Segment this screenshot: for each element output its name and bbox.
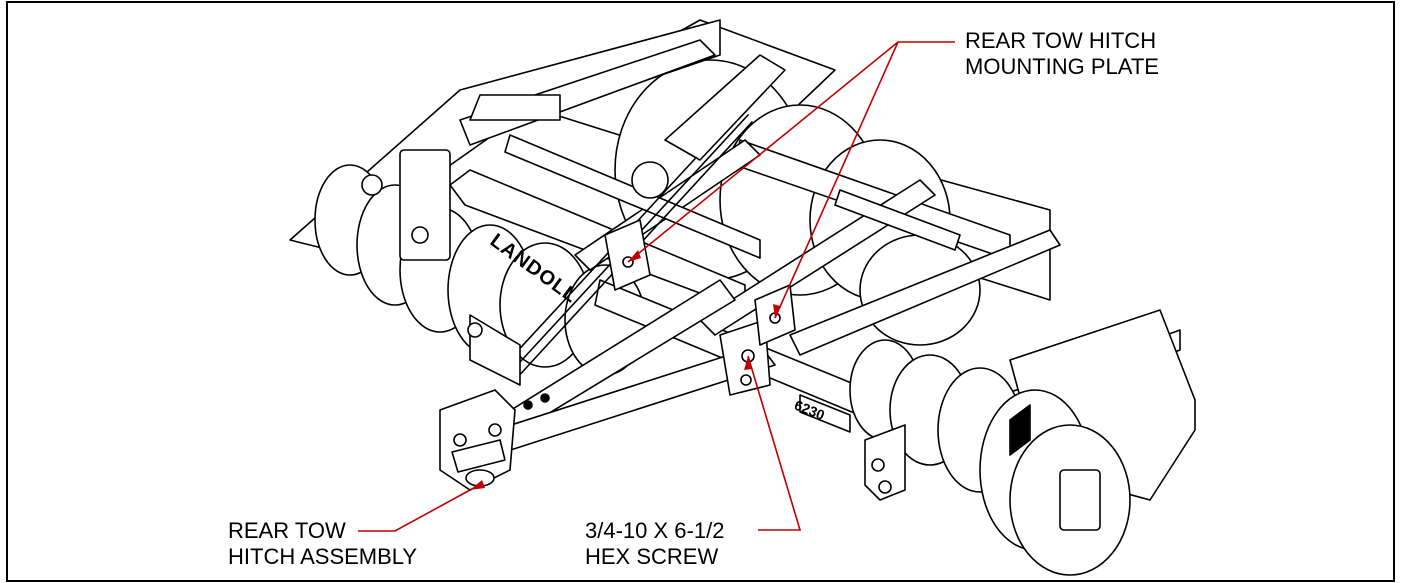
mounting-plate-area (604, 219, 796, 346)
callout-hex-screw: 3/4-10 X 6-1/2 HEX SCREW (585, 518, 724, 570)
arrowhead (628, 250, 641, 262)
arrowhead (744, 356, 752, 370)
callout-mounting-plate-line1: REAR TOW HITCH (965, 28, 1157, 53)
leader-hitch-assembly (358, 489, 471, 532)
leader-hex-screw (747, 355, 802, 531)
tow-hitch-tongue (439, 279, 776, 491)
callout-mounting-plate: REAR TOW HITCH MOUNTING PLATE (965, 28, 1159, 80)
callout-mounting-plate-line2: MOUNTING PLATE (965, 54, 1159, 79)
callout-hex-screw-line2: HEX SCREW (585, 544, 719, 569)
left-disc-gang (289, 19, 721, 376)
callout-hex-screw-line1: 3/4-10 X 6-1/2 (585, 518, 725, 543)
callout-hitch-assembly: REAR TOW HITCH ASSEMBLY (228, 518, 417, 570)
right-disc-gang (799, 309, 1196, 576)
leader-mounting-plate-1 (627, 41, 955, 263)
leader-mounting-plate-2 (774, 41, 899, 319)
arrowhead (470, 480, 485, 490)
arrowhead (773, 304, 780, 318)
callout-hitch-assembly-line1: REAR TOW (228, 518, 346, 543)
callout-hitch-assembly-line2: HITCH ASSEMBLY (228, 544, 418, 569)
